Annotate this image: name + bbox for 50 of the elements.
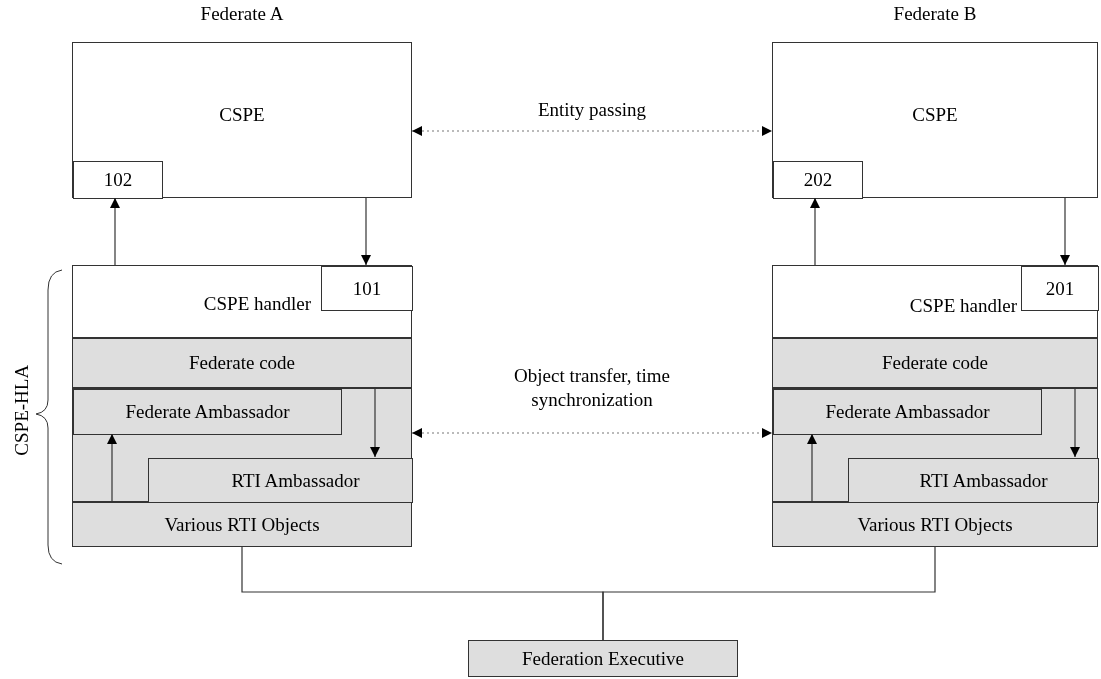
box-label: Federate Ambassador xyxy=(125,400,290,424)
box-label: CSPE handler xyxy=(203,292,311,316)
component-heading: Federate B xyxy=(892,2,978,26)
group-label: CSPE-HLA xyxy=(9,364,33,456)
layer-box xyxy=(73,389,342,435)
executive-box xyxy=(468,640,738,677)
id-box xyxy=(321,266,413,311)
component-box xyxy=(772,42,1098,198)
layer-box xyxy=(848,458,1099,503)
component-heading: Federate A xyxy=(199,2,285,26)
layer-box xyxy=(773,389,1042,435)
dotted-arrow xyxy=(411,428,773,438)
box-label: Federate code xyxy=(882,351,988,375)
layer-box xyxy=(72,388,412,502)
layer-box xyxy=(72,265,412,338)
box-label: Federation Executive xyxy=(522,646,684,671)
arrow xyxy=(107,433,117,503)
layer-box xyxy=(72,338,412,388)
component-box xyxy=(72,42,412,198)
box-label: RTI Ambassador xyxy=(919,468,1048,493)
connector-line xyxy=(602,546,936,641)
arrow xyxy=(361,197,371,266)
layer-box xyxy=(772,265,1098,338)
arrow xyxy=(1060,197,1070,266)
box-label: CSPE xyxy=(912,103,958,127)
layer-box xyxy=(72,502,412,547)
dotted-arrow xyxy=(411,126,773,136)
arrow xyxy=(110,197,120,266)
box-label: 202 xyxy=(803,168,833,192)
box-label: Federate code xyxy=(189,351,295,375)
box-label: CSPE handler xyxy=(909,294,1017,318)
id-box xyxy=(1021,266,1099,311)
arrow xyxy=(370,387,380,458)
box-label: RTI Ambassador xyxy=(231,468,360,493)
arrow xyxy=(807,433,817,503)
id-box xyxy=(73,161,163,199)
box-label: 101 xyxy=(352,276,382,301)
arrow xyxy=(1070,387,1080,458)
box-label: Various RTI Objects xyxy=(164,512,320,537)
box-label: 102 xyxy=(103,168,133,192)
box-label: Federate Ambassador xyxy=(825,400,990,424)
layer-box xyxy=(772,388,1098,502)
box-label: 201 xyxy=(1045,276,1075,301)
id-box xyxy=(773,161,863,199)
layer-box xyxy=(772,502,1098,547)
box-label: CSPE xyxy=(219,103,265,127)
arrow xyxy=(810,197,820,266)
layer-box xyxy=(148,458,413,503)
box-label: Various RTI Objects xyxy=(857,512,1013,537)
layer-box xyxy=(772,338,1098,388)
